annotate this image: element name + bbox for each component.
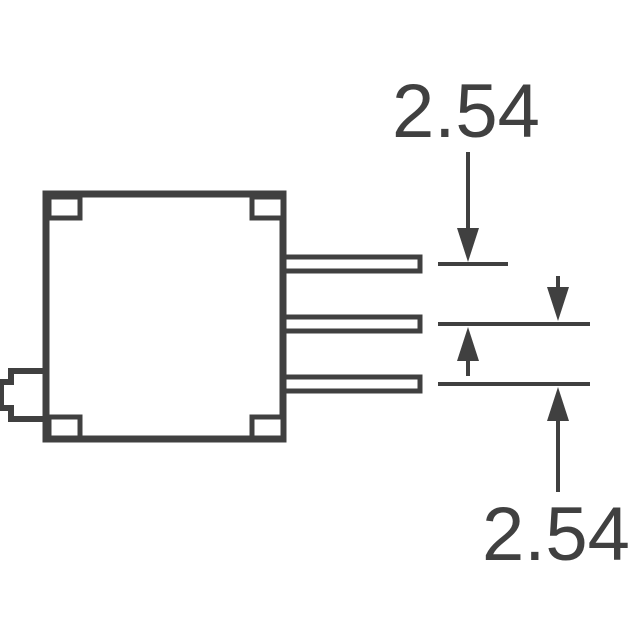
dimension-label-bottom: 2.54 bbox=[482, 492, 630, 577]
adjuster-tab bbox=[0, 368, 49, 422]
corner-standoff-top-left bbox=[46, 194, 83, 221]
pin-2 bbox=[277, 314, 423, 334]
corner-standoff-bottom-left bbox=[46, 414, 83, 441]
pin-3 bbox=[277, 374, 423, 394]
corner-standoff-top-right bbox=[249, 194, 286, 221]
dim-top-arrow-down-icon bbox=[457, 228, 479, 262]
pin-1 bbox=[277, 254, 423, 274]
dim-mid-arrow-up-icon bbox=[457, 327, 479, 361]
component-body bbox=[42, 190, 287, 443]
component bbox=[0, 190, 423, 443]
corner-standoff-bottom-right bbox=[249, 414, 286, 441]
dimension-label-top: 2.54 bbox=[392, 69, 540, 154]
dim-mid-arrow-down-icon bbox=[547, 287, 569, 321]
dim-bottom-arrow-up-icon bbox=[547, 387, 569, 421]
dimensioning: 2.54 2.54 bbox=[392, 69, 630, 577]
